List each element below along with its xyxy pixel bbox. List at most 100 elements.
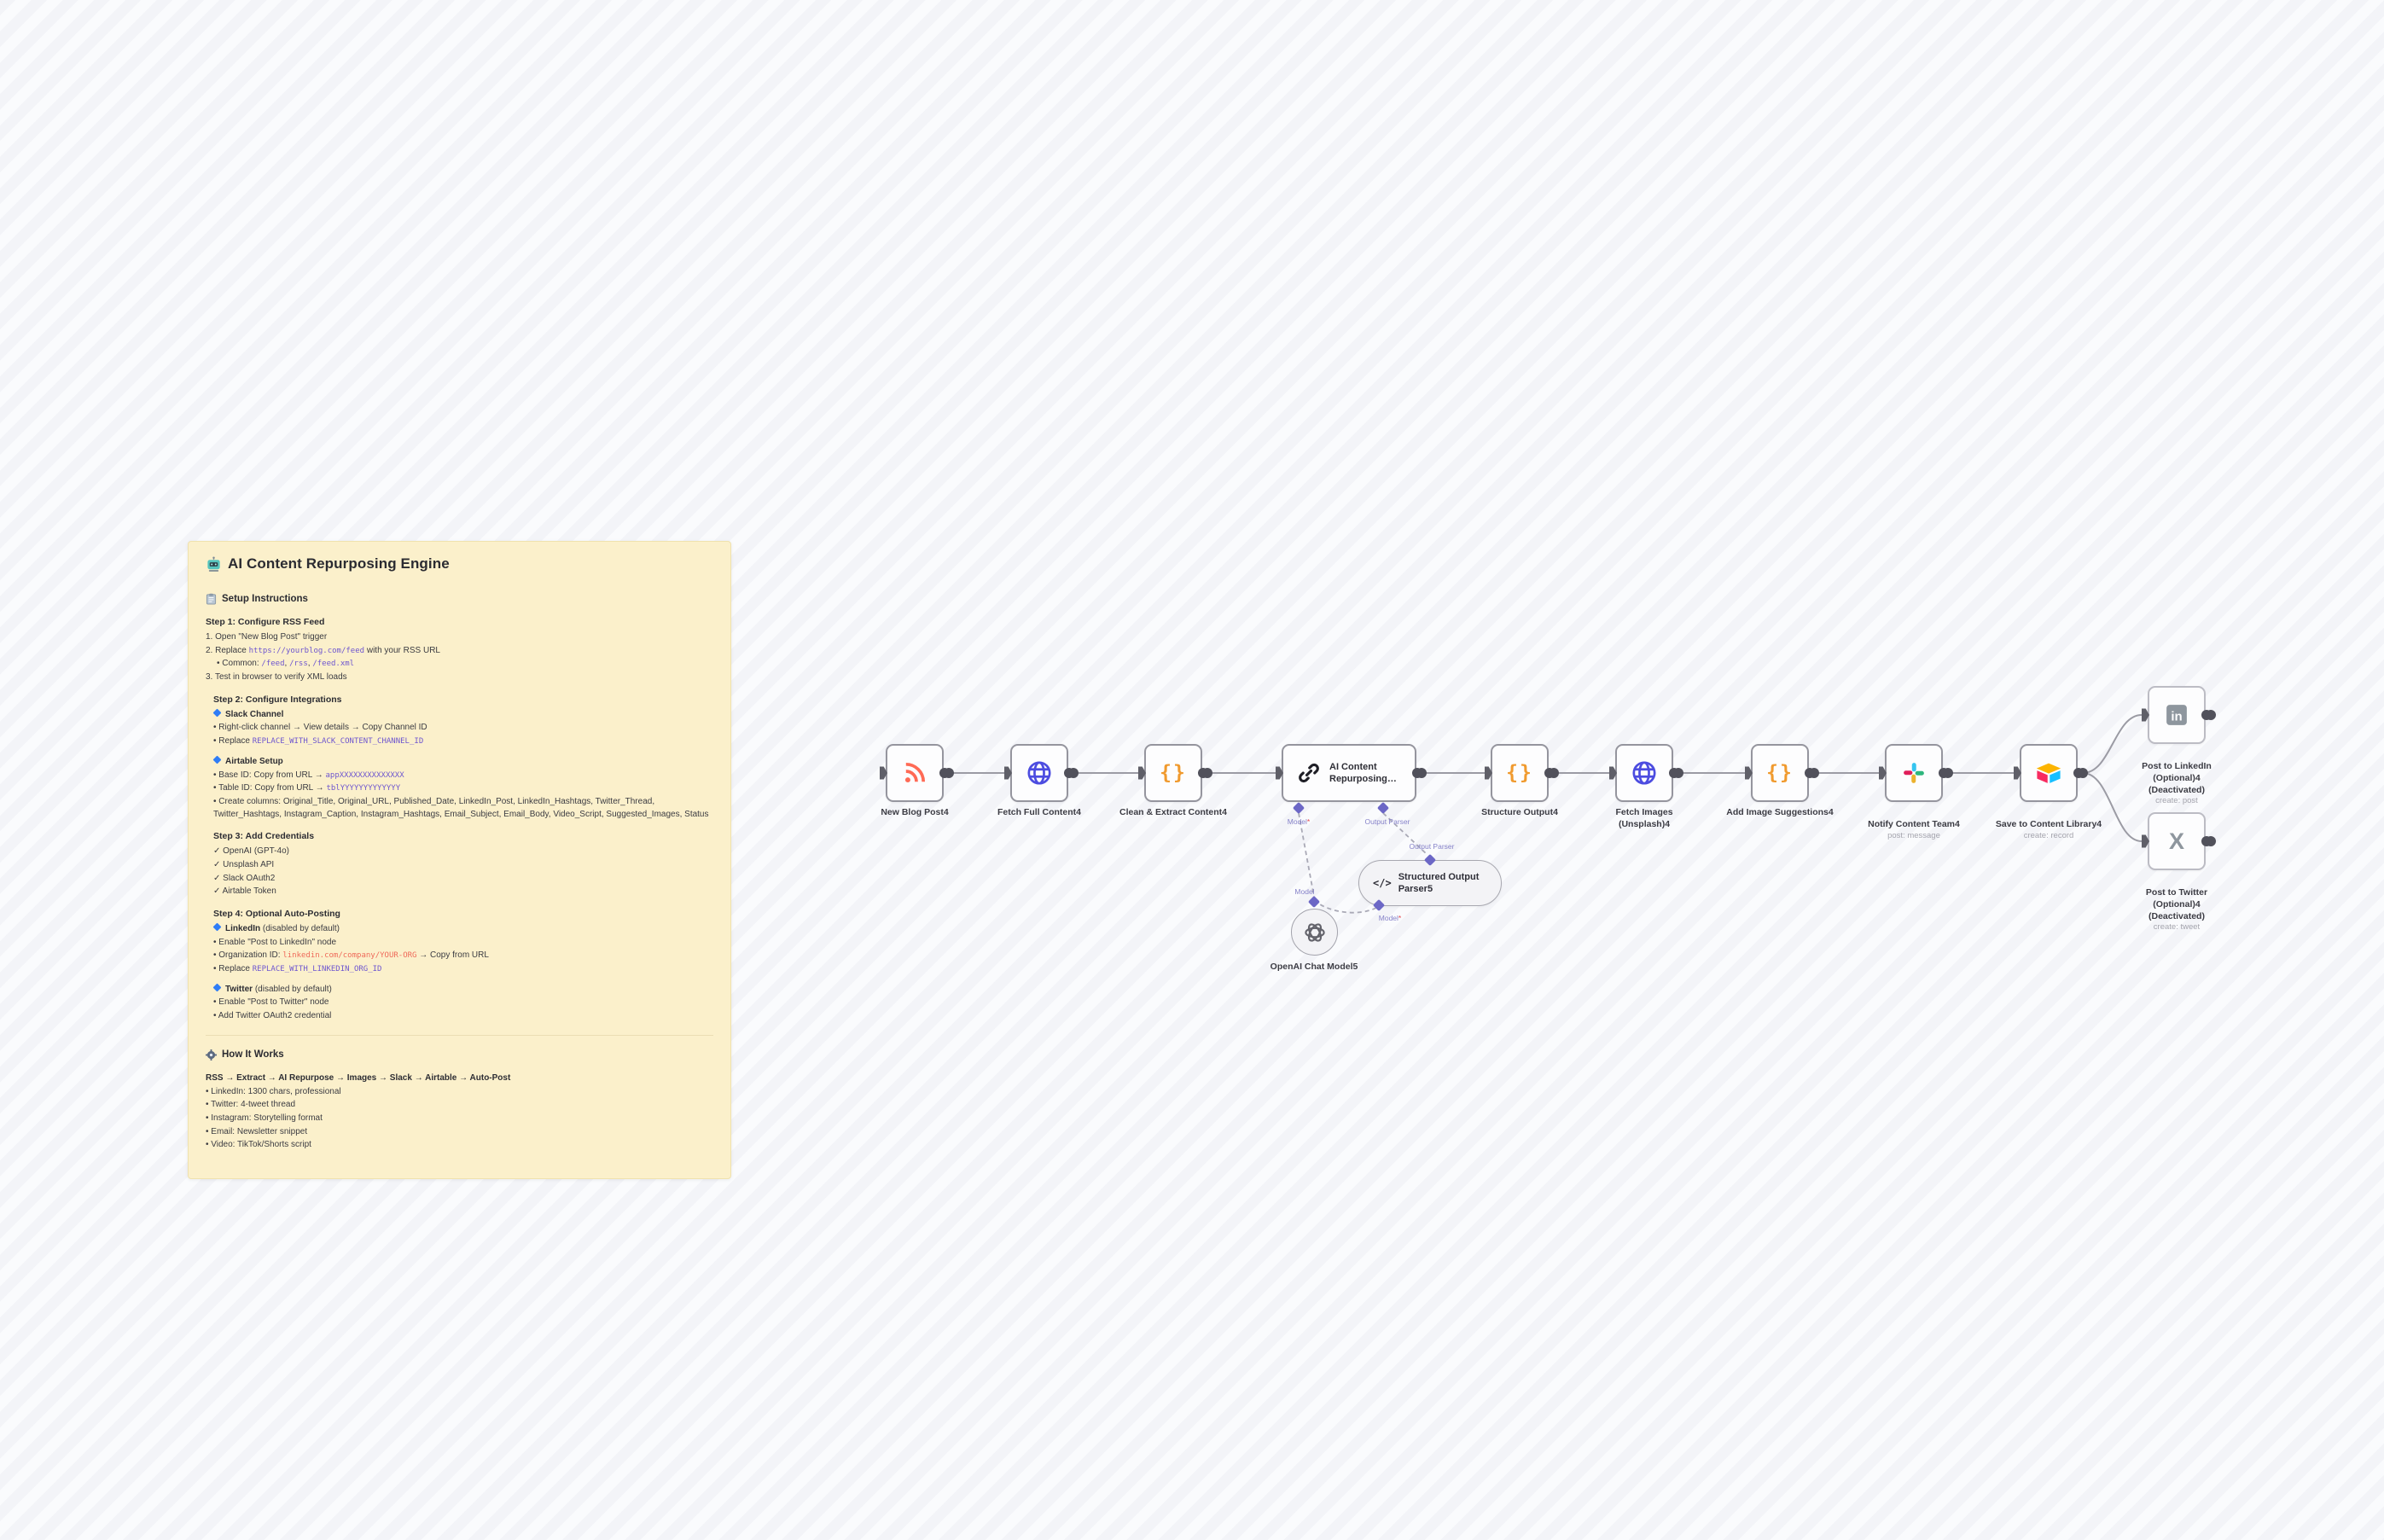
- output-connector[interactable]: [2073, 768, 2084, 778]
- node-subtitle: create: tweet: [2153, 922, 2201, 933]
- node-label: Fetch Images (Unsplash)4: [1615, 807, 1673, 829]
- braces-icon: {}: [1766, 762, 1794, 784]
- node-box[interactable]: [1004, 744, 1074, 802]
- input-connector[interactable]: [1879, 766, 1887, 780]
- node-box[interactable]: AI Content Repurposing…: [1276, 744, 1422, 802]
- input-connector[interactable]: [2142, 708, 2149, 722]
- blue-diamond-icon: [212, 922, 222, 932]
- how-item: • LinkedIn: 1300 chars, professional: [206, 1086, 341, 1096]
- output-connector[interactable]: [1669, 768, 1679, 778]
- step2-item: • Create columns: Original_Title, Origin…: [213, 796, 709, 819]
- node-box[interactable]: in: [2142, 686, 2212, 744]
- node-box[interactable]: [2014, 744, 2084, 802]
- node-ai-content-repurposing[interactable]: AI Content Repurposing…: [1276, 744, 1422, 802]
- input-connector[interactable]: [1609, 766, 1617, 780]
- step2-item: • Right-click channel → View details → C…: [213, 723, 427, 733]
- node-box[interactable]: {}: [1485, 744, 1555, 802]
- divider: [206, 1034, 713, 1036]
- step1-item: 3. Test in browser to verify XML loads: [206, 672, 347, 683]
- input-connector[interactable]: [1485, 766, 1492, 780]
- airtable-base-code: appXXXXXXXXXXXXXX: [325, 770, 404, 780]
- node-label: New Blog Post4: [881, 807, 949, 817]
- linkedin-replace-code: REPLACE_WITH_LINKEDIN_ORG_ID: [252, 965, 382, 974]
- output-connector[interactable]: [2201, 836, 2212, 846]
- input-connector[interactable]: [2142, 834, 2149, 848]
- node-new-blog-post[interactable]: New Blog Post4: [880, 744, 950, 817]
- node-label: Clean & Extract Content4: [1119, 807, 1228, 817]
- step1-heading: Step 1: Configure RSS Feed: [206, 617, 325, 627]
- node-box[interactable]: {}: [1745, 744, 1815, 802]
- model-connection: [1298, 812, 1315, 898]
- chain-link-icon: [1299, 763, 1319, 783]
- model-connector-label: Model: [1294, 887, 1315, 896]
- output-connector[interactable]: [1198, 768, 1208, 778]
- credential-item: ✓ OpenAI (GPT-4o): [213, 846, 289, 857]
- node-fetch-images-unsplash[interactable]: Fetch Images (Unsplash)4: [1609, 744, 1679, 829]
- node-label: Add Image Suggestions4: [1726, 807, 1834, 817]
- linkedin-icon: in: [2166, 705, 2187, 725]
- node-label: Post to LinkedIn (Optional)4 (Deactivate…: [2100, 749, 2253, 819]
- node-subtitle: create: record: [2023, 830, 2074, 840]
- parser-model-connection: [1319, 904, 1377, 914]
- output-connector[interactable]: [1805, 768, 1815, 778]
- node-label: Save to Content Library4 create: record: [1972, 807, 2125, 853]
- input-connector[interactable]: [1276, 766, 1283, 780]
- model-connector-label: Model*: [1287, 817, 1311, 826]
- output-connector[interactable]: [1544, 768, 1555, 778]
- how-it-works-heading: How It Works: [206, 1049, 713, 1061]
- svg-text:in: in: [2171, 709, 2182, 724]
- braces-icon: {}: [1506, 762, 1533, 784]
- step4-item: • Replace REPLACE_WITH_LINKEDIN_ORG_ID: [213, 964, 382, 974]
- output-connector[interactable]: [1939, 768, 1949, 778]
- robot-icon: [207, 555, 220, 572]
- node-save-to-content-library[interactable]: Save to Content Library4 create: record: [1996, 744, 2102, 840]
- linkedin-heading: LinkedIn (disabled by default): [212, 922, 713, 936]
- model-connector-label: Model*: [1378, 914, 1402, 922]
- input-connector[interactable]: [1745, 766, 1753, 780]
- node-clean-extract-content[interactable]: {} Clean & Extract Content4: [1119, 744, 1227, 817]
- step4-heading: Step 4: Optional Auto-Posting: [213, 909, 340, 919]
- node-label: Post to Twitter (Optional)4 (Deactivated…: [2100, 875, 2253, 945]
- blue-diamond-icon: [212, 708, 222, 718]
- connection-branch-down: [2082, 772, 2143, 842]
- node-label: Notify Content Team4 post: message: [1837, 807, 1991, 853]
- globe-icon: [1027, 761, 1051, 785]
- credential-item: ✓ Airtable Token: [213, 886, 276, 897]
- how-item: • Video: TikTok/Shorts script: [206, 1140, 311, 1150]
- input-connector[interactable]: [880, 766, 887, 780]
- step2-heading: Step 2: Configure Integrations: [213, 694, 342, 705]
- blue-diamond-icon: [212, 755, 222, 764]
- output-parser-connector-label: Output Parser: [1364, 817, 1410, 826]
- output-parser-connection: [1382, 812, 1428, 856]
- node-title: AI Content Repurposing…: [1329, 761, 1397, 784]
- node-structured-output-parser[interactable]: </> Structured Output Parser5: [1358, 860, 1502, 906]
- node-openai-chat-model[interactable]: [1291, 909, 1338, 956]
- how-item: • Twitter: 4-tweet thread: [206, 1100, 296, 1110]
- node-box[interactable]: [1879, 744, 1949, 802]
- code-icon: </>: [1373, 877, 1392, 889]
- airtable-setup-heading: Airtable Setup: [212, 755, 713, 769]
- clipboard-icon: [206, 593, 217, 605]
- node-box[interactable]: {}: [1138, 744, 1208, 802]
- node-notify-content-team[interactable]: Notify Content Team4 post: message: [1868, 744, 1960, 840]
- node-box[interactable]: [1609, 744, 1679, 802]
- step4-item: • Enable "Post to Twitter" node: [213, 997, 329, 1008]
- output-connector[interactable]: [1064, 768, 1074, 778]
- node-structure-output[interactable]: {} Structure Output4: [1481, 744, 1558, 817]
- flow-summary: RSS → Extract → AI Repurpose → Images → …: [206, 1072, 511, 1083]
- input-connector[interactable]: [1138, 766, 1146, 780]
- node-post-to-linkedin[interactable]: in Post to LinkedIn (Optional)4 (Deactiv…: [2142, 686, 2212, 805]
- node-add-image-suggestions[interactable]: {} Add Image Suggestions4: [1726, 744, 1834, 817]
- sticky-note[interactable]: AI Content Repurposing Engine Setup Inst…: [188, 541, 731, 1179]
- output-connector[interactable]: [1412, 768, 1422, 778]
- node-box[interactable]: [880, 744, 950, 802]
- input-connector[interactable]: [1004, 766, 1012, 780]
- node-box[interactable]: X: [2142, 812, 2212, 870]
- node-subtitle: create: post: [2155, 796, 2198, 806]
- node-post-to-twitter[interactable]: X Post to Twitter (Optional)4 (Deactivat…: [2142, 812, 2212, 932]
- output-connector[interactable]: [2201, 710, 2212, 720]
- input-connector[interactable]: [2014, 766, 2021, 780]
- output-connector[interactable]: [939, 768, 950, 778]
- node-fetch-full-content[interactable]: Fetch Full Content4: [997, 744, 1081, 817]
